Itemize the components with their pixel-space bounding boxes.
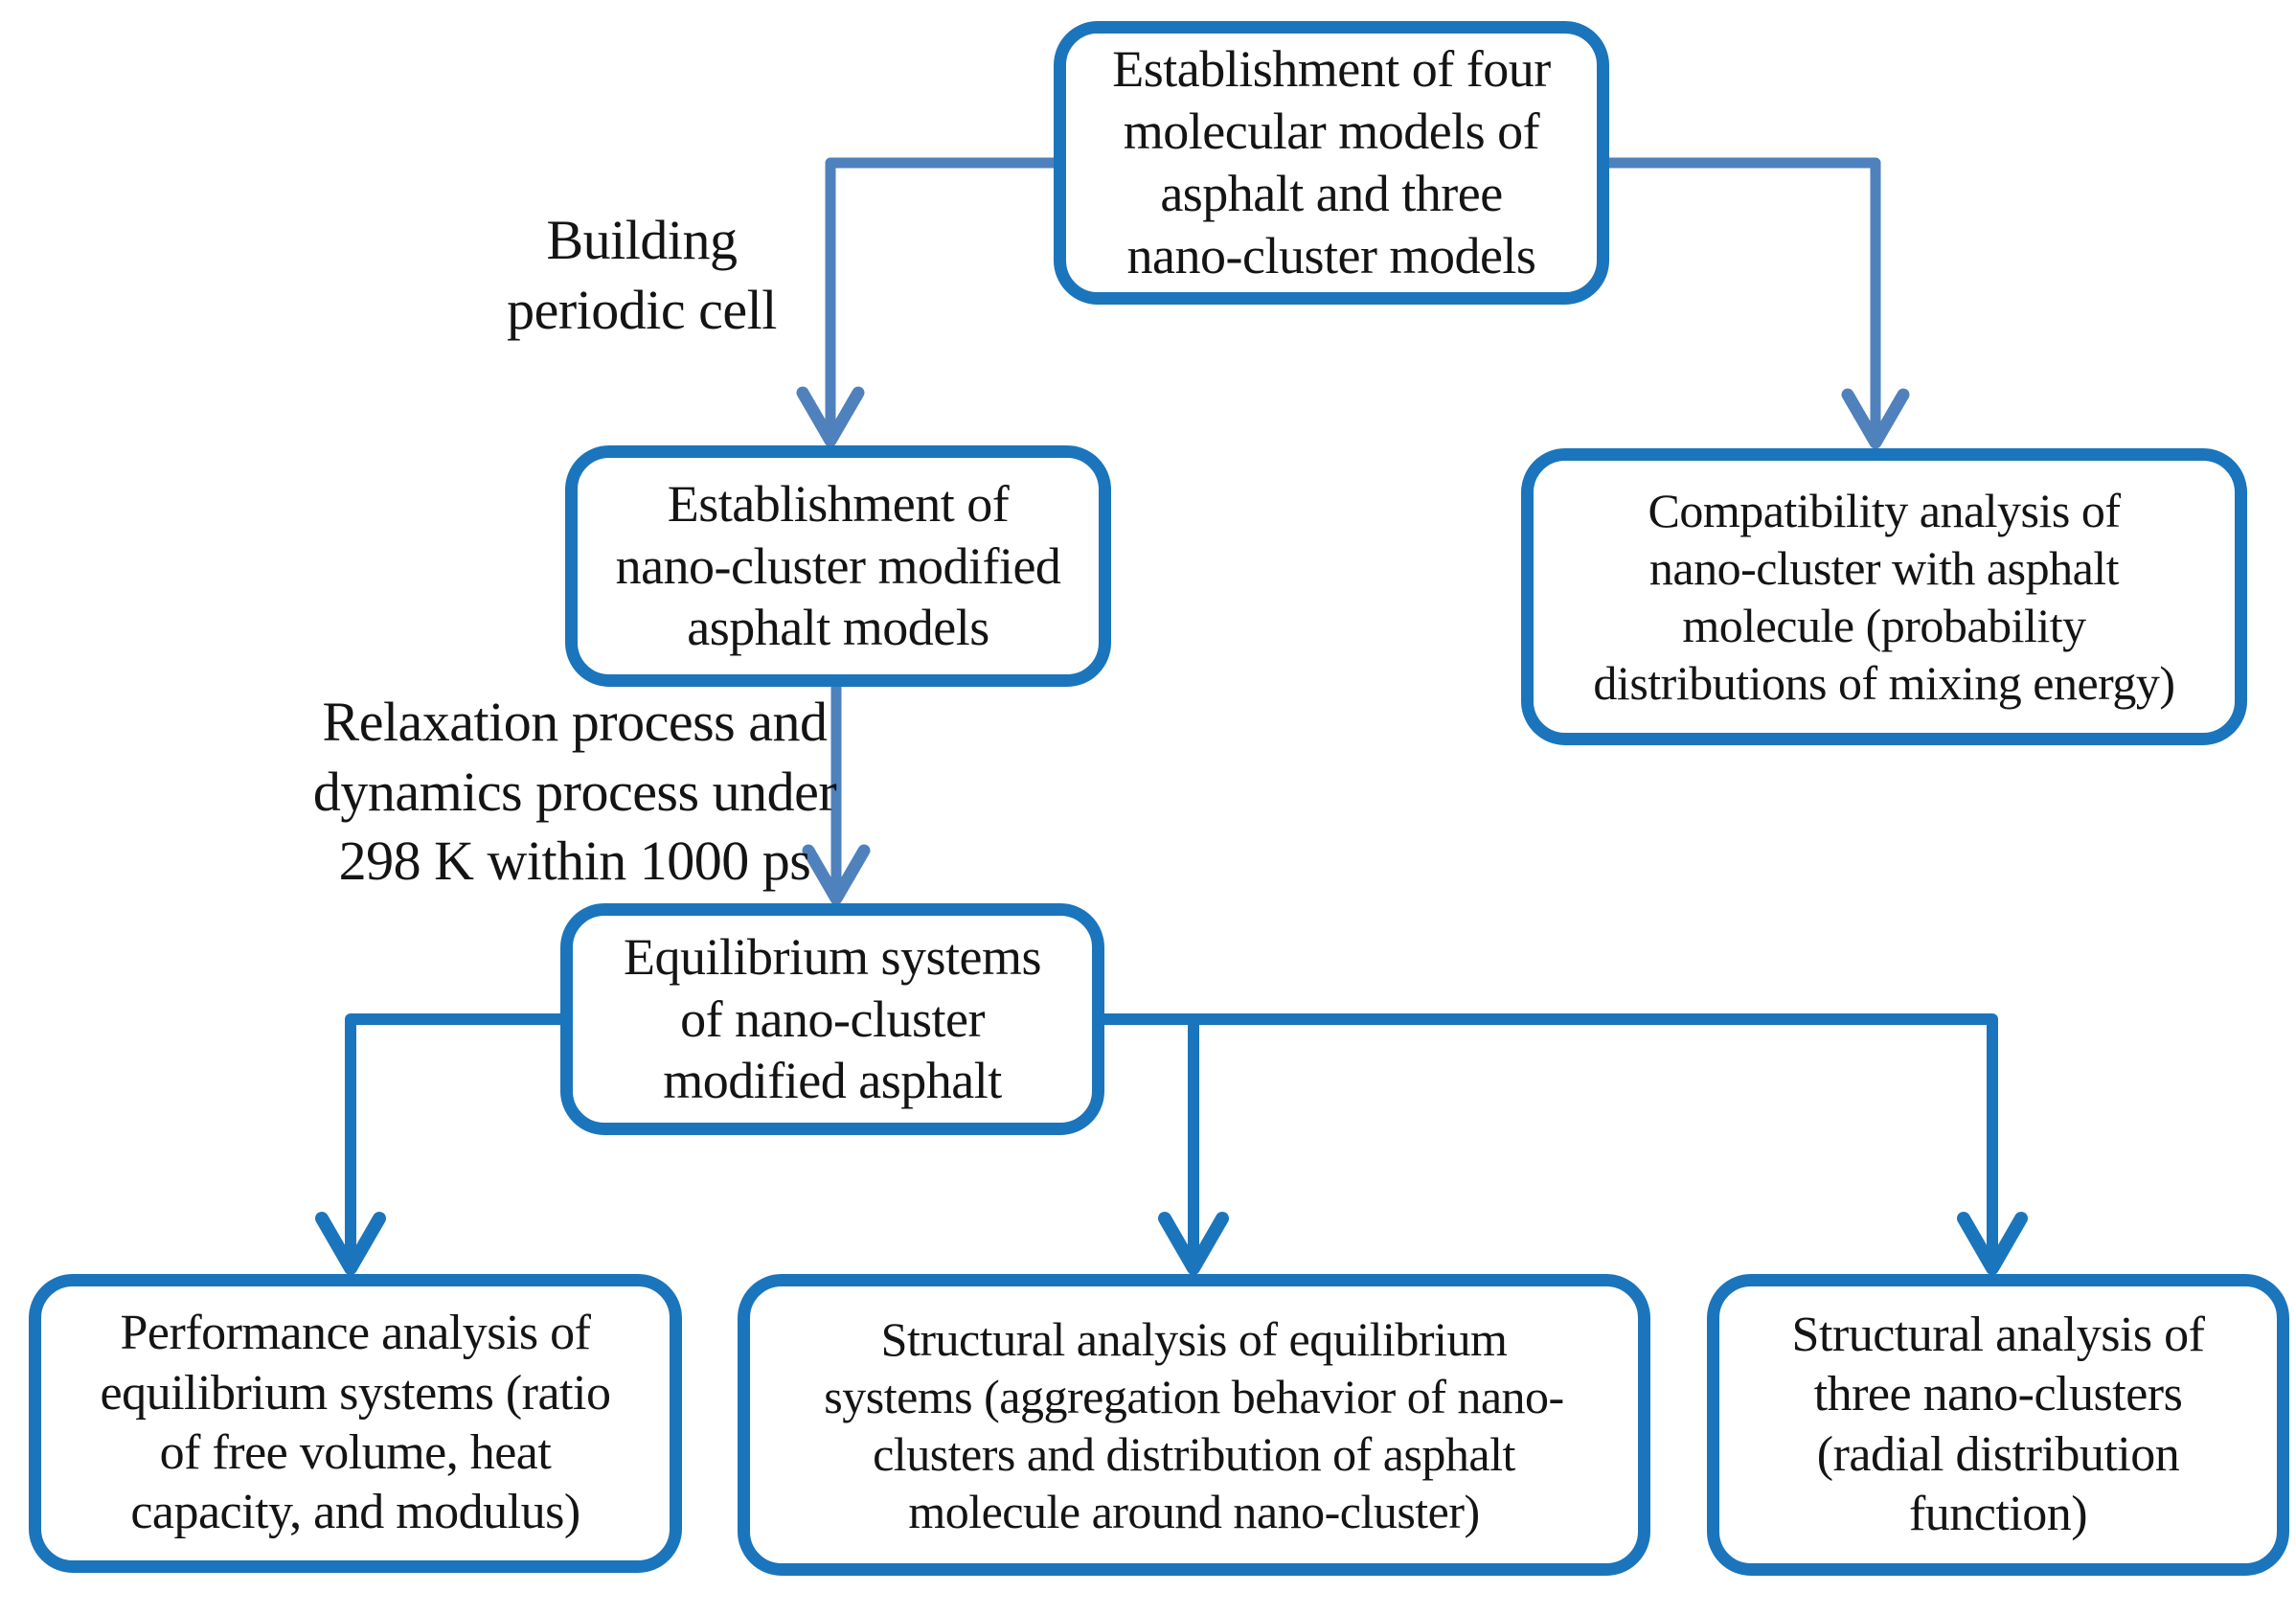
arrow-down-icon: [1158, 1212, 1229, 1275]
box-text: Establishment of four molecular models o…: [1112, 40, 1551, 284]
connector-top-to-modified: [825, 157, 1059, 435]
lower-connectors: [315, 1013, 2028, 1275]
box-text: Equilibrium systems of nano-cluster modi…: [624, 927, 1042, 1110]
box-compatibility-analysis: Compatibility analysis of nano-cluster w…: [1521, 448, 2247, 745]
edge-label-building-periodic-cell: Building periodic cell: [507, 209, 777, 341]
arrow-down-icon: [796, 386, 865, 447]
box-nano-modified-asphalt: Establishment of nano-cluster modified a…: [565, 445, 1111, 687]
connector-top-to-compatibility: [1601, 157, 1881, 437]
arrow-down-icon: [315, 1212, 386, 1275]
arrow-down-icon: [802, 844, 871, 905]
box-structural-equilibrium: Structural analysis of equilibrium syste…: [738, 1274, 1650, 1576]
box-structural-nanoclusters: Structural analysis of three nano-cluste…: [1707, 1274, 2289, 1576]
box-equilibrium-systems: Equilibrium systems of nano-cluster modi…: [560, 903, 1104, 1135]
arrow-down-icon: [1957, 1212, 2028, 1275]
connector-equilibrium-to-performance: [345, 1013, 566, 1261]
box-text: Structural analysis of equilibrium syste…: [824, 1311, 1564, 1538]
upper-connectors: [796, 157, 1910, 905]
box-text: Structural analysis of three nano-cluste…: [1791, 1307, 2205, 1541]
box-text: Establishment of nano-cluster modified a…: [615, 474, 1061, 657]
arrow-down-icon: [1841, 388, 1910, 449]
connector-equilibrium-to-structural-nanoclusters: [1099, 1013, 1998, 1261]
box-performance-analysis: Performance analysis of equilibrium syst…: [29, 1274, 682, 1573]
box-text: Compatibility analysis of nano-cluster w…: [1593, 484, 2175, 710]
edge-label-relaxation-process: Relaxation process and dynamics process …: [312, 691, 837, 892]
box-text: Performance analysis of equilibrium syst…: [100, 1306, 611, 1540]
box-four-models: Establishment of four molecular models o…: [1054, 21, 1609, 305]
